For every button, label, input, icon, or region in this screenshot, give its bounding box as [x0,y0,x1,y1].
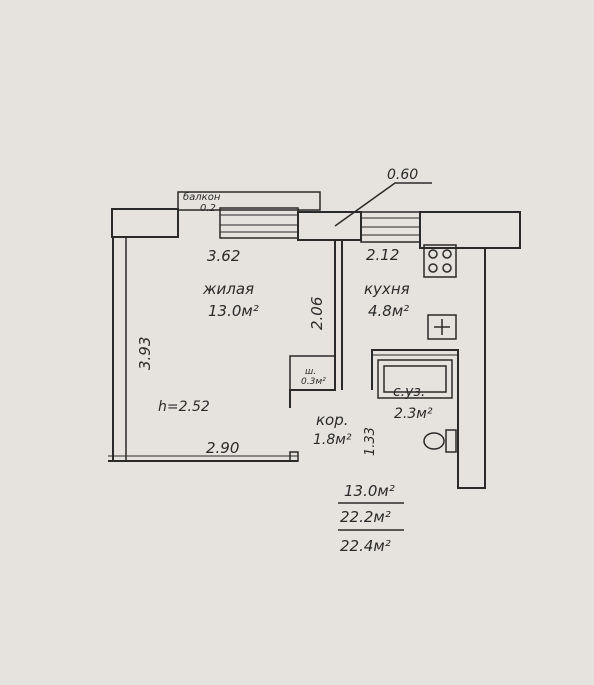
total-living-area: 13.0м² [344,482,395,500]
room-corridor-area: 1.8м² [313,432,352,448]
stove-icon [423,244,457,278]
dim-living-width-bottom: 2.90 [206,439,239,457]
room-kitchen-area: 4.8м² [368,302,409,320]
room-kitchen-name: кухня [364,280,410,298]
total-useful-area: 22.2м² [340,508,391,526]
window-kitchen [360,211,421,243]
total-area: 22.4м² [340,537,391,555]
balcony-outline [177,191,321,211]
room-corridor-name: кор. [316,411,349,429]
balcony-area: 0.2 [200,203,216,214]
room-living-area: 13.0м² [208,302,259,320]
window-note: 0.60 [387,167,418,183]
wall-top-left [111,208,179,238]
ceiling-height: h=2.52 [158,399,210,415]
dim-kitchen-depth: 2.06 [308,297,326,330]
dim-living-width-top: 3.62 [207,247,240,265]
wall-top-middle [297,211,362,241]
bathtub-icon [377,359,453,399]
wall-right [457,247,486,489]
room-bathroom-name: с.уз. [393,384,425,400]
room-bathroom-area: 2.3м² [394,406,433,422]
room-closet-name: ш. [305,367,316,377]
wall-bathroom [371,349,459,392]
toilet-icon [423,429,457,453]
wall-top-right [419,211,521,249]
window-living [219,207,299,239]
dim-living-depth: 3.93 [136,337,154,370]
window-leader [334,182,432,227]
sink-icon [427,314,457,340]
dim-kitchen-width-top: 2.12 [366,246,399,264]
room-living-name: жилая [202,280,254,298]
balcony-label: балкон [183,191,221,203]
room-closet-area: 0.3м² [301,377,326,387]
closet-outline [289,355,336,391]
dim-corridor-depth: 1.33 [363,427,378,456]
